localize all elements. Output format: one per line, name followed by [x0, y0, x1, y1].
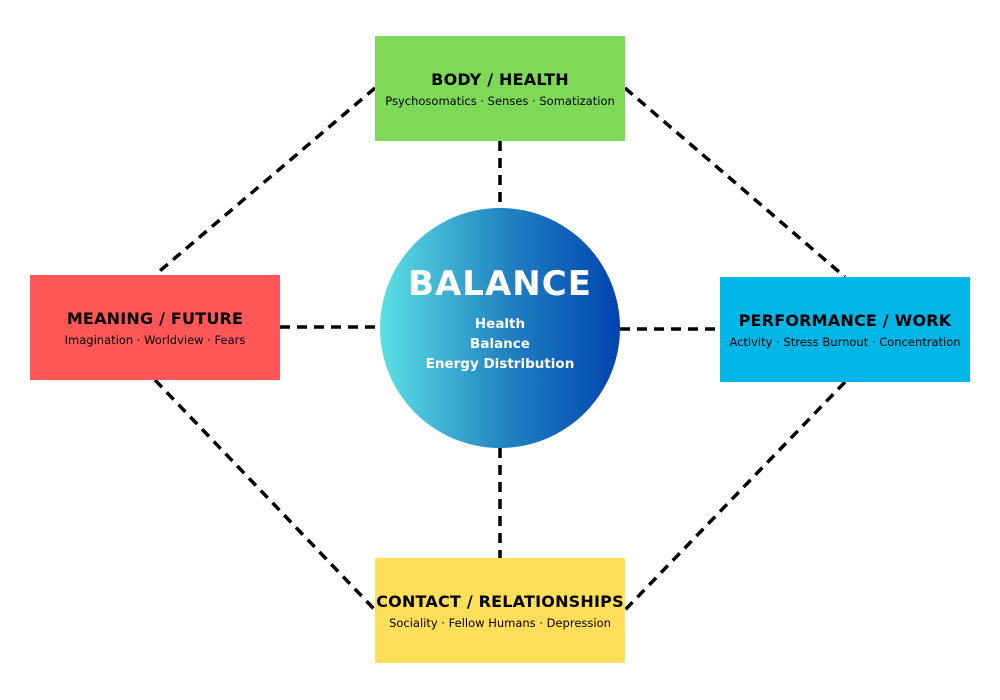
contact-relationships-box: CONTACT / RELATIONSHIPS Sociality · Fell… [375, 558, 625, 663]
connector-top-left [153, 86, 377, 277]
balance-circle: BALANCE Health Balance Energy Distributi… [380, 208, 620, 448]
meaning-future-subtitle: Imagination · Worldview · Fears [64, 332, 246, 347]
connector-bottom-left [153, 378, 377, 612]
performance-work-subtitle: Activity · Stress Burnout · Concentratio… [729, 334, 961, 349]
connector-top-right [623, 86, 847, 279]
performance-work-title: PERFORMANCE / WORK [738, 310, 952, 330]
meaning-future-box: MEANING / FUTURE Imagination · Worldview… [30, 275, 280, 380]
contact-relationships-title: CONTACT / RELATIONSHIPS [376, 591, 624, 611]
body-health-subtitle: Psychosomatics · Senses · Somatization [385, 93, 615, 108]
balance-title: BALANCE [408, 264, 592, 304]
body-health-title: BODY / HEALTH [431, 69, 569, 89]
connector-bottom-right [623, 380, 847, 612]
body-health-box: BODY / HEALTH Psychosomatics · Senses · … [375, 36, 625, 141]
contact-relationships-subtitle: Sociality · Fellow Humans · Depression [389, 615, 611, 630]
balance-line-energy: Energy Distribution [425, 356, 575, 372]
performance-work-box: PERFORMANCE / WORK Activity · Stress Bur… [720, 277, 970, 382]
balance-line-balance: Balance [470, 336, 530, 352]
balance-line-health: Health [474, 316, 526, 332]
meaning-future-title: MEANING / FUTURE [66, 308, 244, 328]
